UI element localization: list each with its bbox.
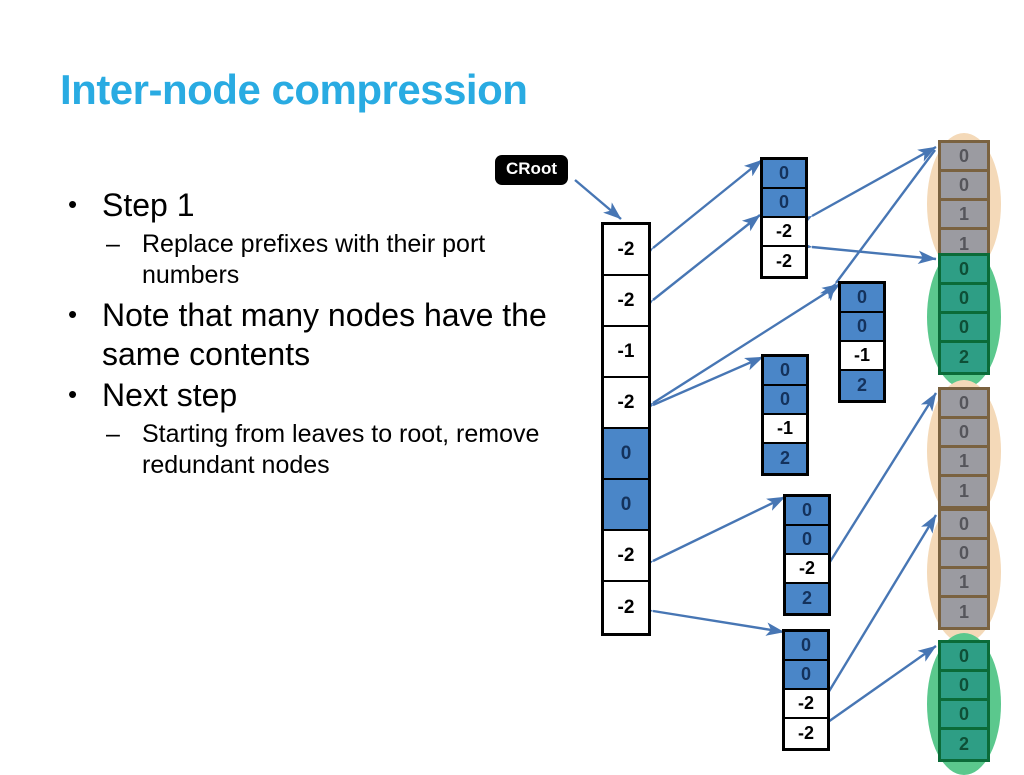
leaf-cell[interactable]: 0 (941, 172, 987, 201)
leaf-cell[interactable]: 2 (941, 730, 987, 759)
root-cell[interactable]: 0 (604, 480, 648, 531)
leaf-cell[interactable]: 0 (941, 672, 987, 701)
root-cell[interactable]: 0 (604, 429, 648, 480)
leaf-cell[interactable]: 1 (941, 569, 987, 598)
arrow-mid2-leaf1 (820, 149, 936, 302)
mid-cell[interactable]: 0 (786, 526, 828, 555)
bullet-item: • Step 1 (58, 186, 558, 225)
sub-bullet-item: –Replace prefixes with their port number… (58, 229, 558, 290)
bullet-text: Starting from leaves to root, remove red… (142, 420, 540, 479)
root-cell[interactable]: -2 (604, 378, 648, 429)
arrow-mid4-leaf3 (812, 392, 938, 584)
arrow-root2-mid1b (634, 214, 761, 317)
leaf-cell[interactable]: 2 (941, 343, 987, 372)
leaf-cell[interactable]: 0 (941, 256, 987, 285)
bullet-text: Note that many nodes have the same conte… (102, 297, 547, 373)
root-cell[interactable]: -1 (604, 327, 648, 378)
mid-cell[interactable]: 0 (763, 160, 805, 189)
mid-cell[interactable]: 0 (841, 284, 883, 313)
croot-label: CRoot (495, 155, 568, 185)
arrow-mid5-leaf5 (809, 645, 937, 738)
leaf-cell[interactable]: 0 (941, 643, 987, 672)
bullet-dash-icon: – (106, 230, 120, 259)
bullet-dot-icon: • (68, 299, 78, 330)
leaf-cell[interactable]: 0 (941, 314, 987, 343)
bullet-dash-icon: – (106, 420, 120, 449)
mid-cell[interactable]: 0 (764, 386, 806, 415)
mid-cell[interactable]: -2 (786, 555, 828, 584)
bullet-text: Next step (102, 377, 238, 414)
arrow-croot-to-root (574, 179, 622, 220)
mid-cell[interactable]: 0 (785, 661, 827, 690)
page-title: Inter-node compression (60, 66, 528, 113)
bullet-list: •Step 1–Replace prefixes with their port… (58, 186, 558, 486)
arrow-mid5-leaf4 (813, 514, 938, 712)
bullet-dot-icon: • (68, 379, 78, 410)
leaf-cell[interactable]: 0 (941, 285, 987, 314)
leaf-cell[interactable]: 1 (941, 598, 987, 627)
leaf-cell[interactable]: 0 (941, 701, 987, 730)
root-cell[interactable]: -2 (604, 531, 648, 582)
mid-cell[interactable]: -1 (841, 342, 883, 371)
leaf-cell[interactable]: 1 (941, 448, 987, 477)
arrow-root8-mid5 (634, 601, 785, 636)
leaf-cell[interactable]: 0 (941, 540, 987, 569)
arrow-root7-mid4 (634, 495, 786, 575)
leaf-cell[interactable]: 0 (941, 419, 987, 448)
mid-cell[interactable]: -2 (785, 690, 827, 719)
mid-cell[interactable]: 0 (786, 497, 828, 526)
arrow-mid1-leaf1 (793, 145, 937, 231)
root-cell[interactable]: -2 (604, 582, 648, 633)
mid-cell[interactable]: -2 (763, 218, 805, 247)
leaf-cell[interactable]: 1 (941, 201, 987, 230)
mid-cell[interactable]: -2 (785, 719, 827, 748)
bullet-dot-icon: • (68, 189, 78, 219)
root-cell[interactable]: -2 (604, 276, 648, 327)
bullet-text: Replace prefixes with their port numbers (142, 230, 486, 289)
mid-cell[interactable]: 2 (841, 371, 883, 400)
arrow-mid1-leaf2 (793, 238, 937, 264)
bullet-item: • Next step (58, 376, 558, 415)
root-cell[interactable]: -2 (604, 225, 648, 276)
bullet-item: • Note that many nodes have the same cont… (58, 296, 558, 374)
mid-cell[interactable]: 0 (841, 313, 883, 342)
mid-cell[interactable]: 0 (763, 189, 805, 218)
bullet-text: Step 1 (102, 187, 195, 223)
mid-cell[interactable]: -2 (763, 247, 805, 276)
leaf-cell[interactable]: 0 (941, 143, 987, 172)
arrow-root4-mid3 (634, 355, 764, 419)
mid-cell[interactable]: 2 (764, 444, 806, 473)
mid-cell[interactable]: -1 (764, 415, 806, 444)
arrow-root1-mid1 (634, 159, 763, 265)
leaf-cell[interactable]: 0 (941, 511, 987, 540)
arrow-root4-mid2 (634, 282, 841, 419)
sub-bullet-item: –Starting from leaves to root, remove re… (58, 419, 558, 480)
leaf-cell[interactable]: 1 (941, 477, 987, 506)
mid-cell[interactable]: 0 (764, 357, 806, 386)
leaf-cell[interactable]: 0 (941, 390, 987, 419)
mid-cell[interactable]: 0 (785, 632, 827, 661)
mid-cell[interactable]: 2 (786, 584, 828, 613)
